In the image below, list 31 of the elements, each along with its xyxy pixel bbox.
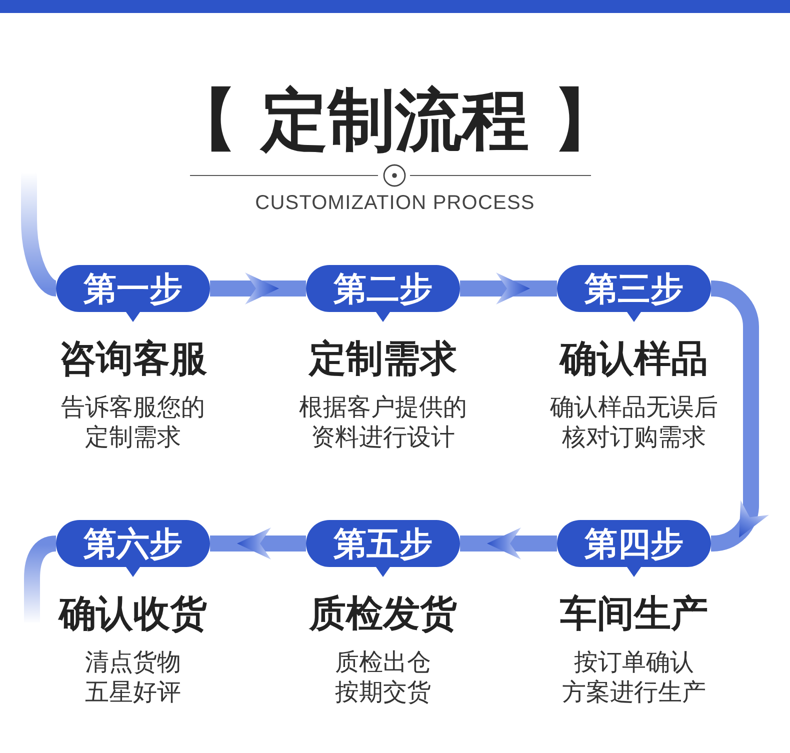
step-description: 质检出仓按期交货 — [335, 647, 431, 707]
speech-bubble — [557, 265, 711, 322]
speech-bubble — [306, 265, 460, 322]
step-description: 确认样品无误后核对订购需求 — [550, 392, 718, 452]
step-description: 告诉客服您的定制需求 — [61, 392, 205, 452]
step-title: 确认收货 — [59, 592, 207, 636]
step-title: 定制需求 — [309, 337, 457, 381]
step-label: 第六步 — [84, 525, 182, 562]
step-label: 第五步 — [334, 525, 432, 562]
step-label: 第三步 — [584, 270, 684, 307]
arrow — [460, 528, 557, 560]
speech-bubble — [56, 265, 210, 322]
step-title: 质检发货 — [309, 592, 457, 636]
flow-band — [24, 536, 57, 622]
step-label: 第二步 — [334, 270, 432, 307]
speech-bubble — [56, 520, 210, 577]
step-title: 车间生产 — [560, 592, 708, 636]
title: 【 定制流程 】 — [170, 80, 620, 160]
speech-bubble — [306, 520, 460, 577]
step-label: 第四步 — [584, 525, 684, 562]
step-title: 咨询客服 — [59, 337, 207, 381]
step-description: 根据客户提供的资料进行设计 — [299, 392, 467, 452]
step-title: 确认样品 — [560, 337, 708, 381]
step-label: 第一步 — [84, 270, 182, 307]
arrow — [460, 272, 557, 304]
arrow — [210, 528, 306, 560]
arrow — [210, 272, 306, 304]
step-description: 按订单确认方案进行生产 — [562, 647, 706, 707]
speech-bubble — [557, 520, 711, 577]
step-description: 清点货物五星好评 — [85, 647, 181, 707]
subtitle: CUSTOMIZATION PROCESS — [255, 191, 535, 215]
